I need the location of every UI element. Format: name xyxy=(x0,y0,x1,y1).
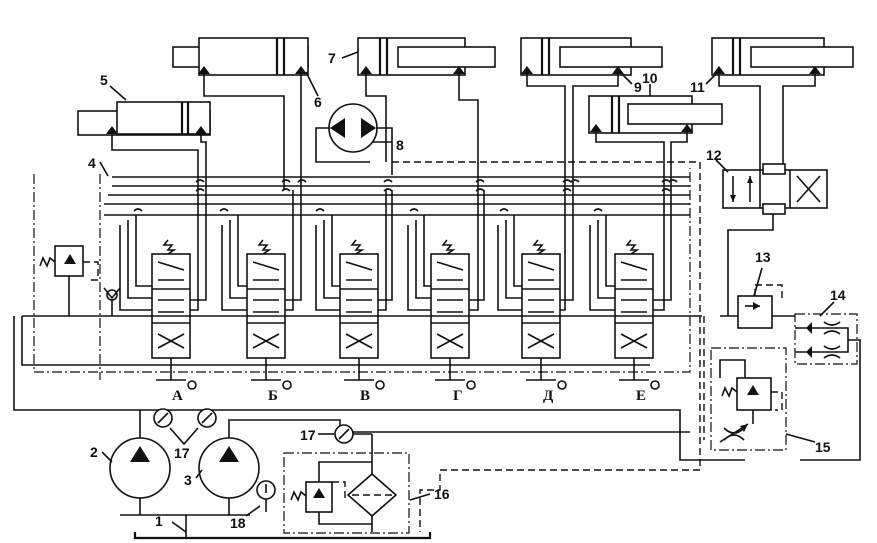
cylinder-7 xyxy=(357,37,496,76)
drain-lines xyxy=(392,161,705,532)
pressure-gauge-17-right xyxy=(334,424,372,444)
safety-valve-left xyxy=(39,245,121,316)
section-letters: А Б В Г Д Е xyxy=(172,388,646,404)
valve-section-b xyxy=(221,190,302,390)
cylinder-lines xyxy=(111,74,816,190)
section-label-e: Е xyxy=(636,388,646,404)
label-16: 16 xyxy=(434,486,450,502)
pump-2 xyxy=(109,410,171,515)
section-label-b: Б xyxy=(268,388,278,404)
cylinder-9 xyxy=(520,37,663,76)
cylinder-6 xyxy=(172,37,309,76)
label-17-left: 17 xyxy=(174,445,190,461)
tank-1 xyxy=(120,514,432,540)
leader-lines xyxy=(99,51,835,533)
label-10: 10 xyxy=(642,70,658,86)
distributor-12 xyxy=(722,163,828,316)
label-13: 13 xyxy=(755,249,771,265)
throttle-block-14 xyxy=(794,313,861,461)
label-1: 1 xyxy=(155,513,163,529)
valve-section-e xyxy=(589,190,672,390)
section-label-d: Д xyxy=(543,388,554,404)
labels: 1 2 3 4 5 6 7 8 9 10 11 12 13 14 15 16 1… xyxy=(88,50,846,531)
cylinder-11 xyxy=(711,37,854,76)
label-8: 8 xyxy=(396,137,404,153)
cylinder-10 xyxy=(588,95,723,134)
section-label-v: В xyxy=(360,388,370,404)
thermometer-18 xyxy=(256,480,276,512)
label-5: 5 xyxy=(100,72,108,88)
label-12: 12 xyxy=(706,147,722,163)
label-7: 7 xyxy=(328,50,336,66)
label-9: 9 xyxy=(634,79,642,95)
label-2: 2 xyxy=(90,444,98,460)
manifold-lines xyxy=(104,176,690,216)
label-4: 4 xyxy=(88,155,96,171)
section-label-a: А xyxy=(172,388,183,404)
label-14: 14 xyxy=(830,287,846,303)
pressure-gauge-17-left xyxy=(153,408,217,446)
valve-section-v xyxy=(315,190,393,390)
label-3: 3 xyxy=(184,472,192,488)
valve-section-a xyxy=(119,190,207,390)
filter-block-16 xyxy=(283,434,410,534)
label-17-right: 17 xyxy=(300,427,316,443)
regulator-block-15 xyxy=(710,347,787,451)
valve-section-d xyxy=(497,190,574,390)
label-15: 15 xyxy=(815,439,831,455)
label-6: 6 xyxy=(314,94,322,110)
pump-3 xyxy=(198,419,690,515)
section-label-g: Г xyxy=(453,388,463,404)
cylinder-5 xyxy=(77,101,211,136)
hydraulic-motor-8 xyxy=(315,103,393,175)
main-lines xyxy=(13,168,745,461)
label-11: 11 xyxy=(690,79,705,95)
valve-13 xyxy=(720,284,795,329)
valve-sections xyxy=(119,190,672,390)
valve-section-g xyxy=(407,190,485,390)
label-18: 18 xyxy=(230,515,246,531)
